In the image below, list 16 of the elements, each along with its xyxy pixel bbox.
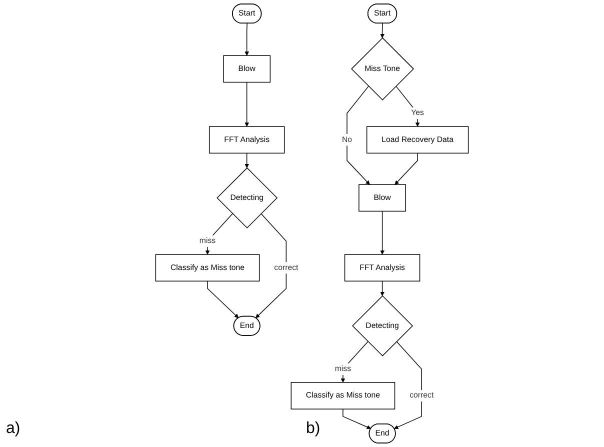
arrow (244, 152, 250, 168)
arrow (244, 82, 250, 127)
arrow (346, 86, 370, 185)
arrow (342, 408, 372, 430)
arrow (394, 341, 422, 430)
arrow (244, 23, 250, 56)
arrow (255, 213, 287, 318)
arrow (380, 280, 384, 296)
panel-label: b) (306, 420, 320, 438)
arrow (380, 210, 384, 255)
arrow (394, 152, 418, 185)
arrow (205, 213, 233, 255)
panel-label: a) (6, 420, 20, 438)
arrow (380, 23, 384, 38)
arrow (340, 341, 368, 383)
arrow (207, 280, 239, 318)
